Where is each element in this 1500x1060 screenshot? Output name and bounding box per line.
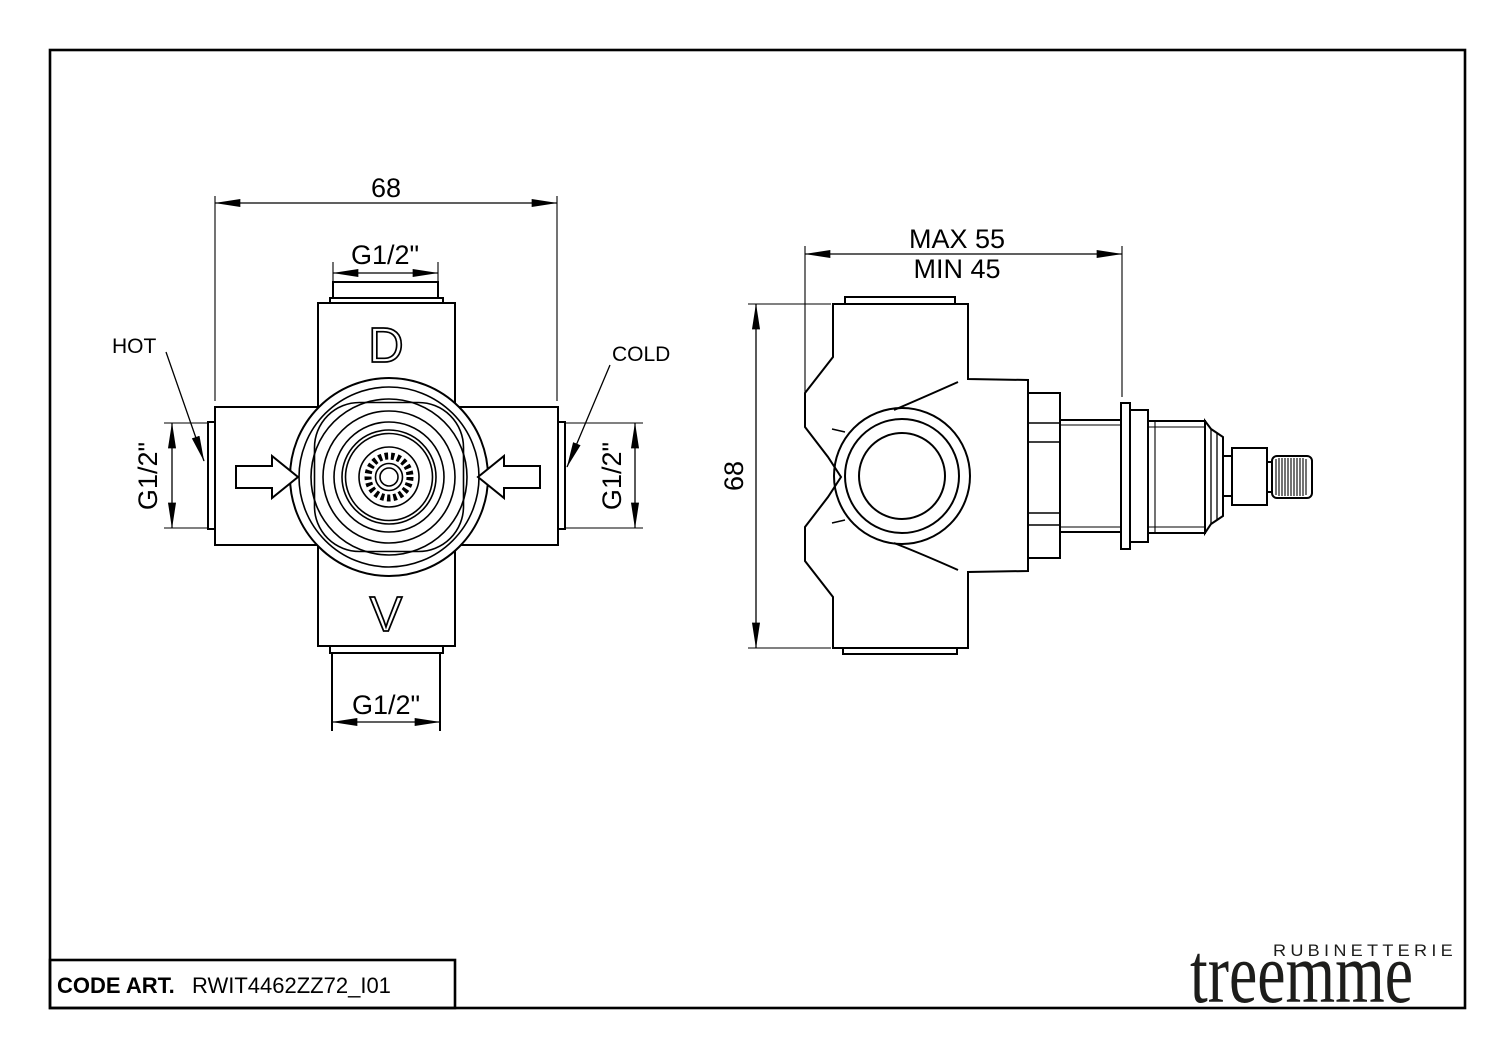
logo-treemme: treemme (1190, 925, 1413, 1021)
dim-height-value: 68 (719, 461, 749, 491)
hex-nut (1027, 392, 1061, 559)
side-view: MAX 55 MIN 45 68 (719, 224, 1313, 655)
side-body (804, 303, 1029, 649)
brand-logo: RUBINETTERIE treemme (1190, 925, 1457, 1021)
cartridge-circles (289, 377, 489, 577)
dim-height: 68 (719, 303, 831, 649)
dim-top-port: G1/2" (332, 240, 439, 281)
side-boss-circles (833, 407, 971, 545)
cold-leader-line (566, 364, 611, 468)
spline-teeth (1275, 458, 1307, 496)
cartridge-taper (1204, 418, 1224, 537)
port-ticks (831, 428, 846, 524)
dim-bottom-port-value: G1/2" (352, 690, 420, 720)
letter-v-marking: V (370, 588, 403, 642)
stem-block (1231, 447, 1268, 506)
logo-rubinetterie: RUBINETTERIE (1273, 941, 1457, 960)
stem-neck (1223, 455, 1232, 497)
cartridge-assembly (1027, 392, 1313, 559)
retaining-nut-profile (313, 401, 465, 553)
dim-right-port: G1/2" (565, 422, 643, 529)
hot-leader-line (165, 351, 205, 462)
dim-width-value: 68 (371, 173, 401, 203)
cartridge-body-lines (1148, 421, 1205, 533)
flange-step (1129, 409, 1149, 543)
cartridge-body (1147, 420, 1206, 534)
title-block: CODE ART. RWIT4462ZZ72_I01 (48, 958, 457, 1010)
hot-label: HOT (112, 335, 157, 358)
thread-lines (1060, 424, 1122, 528)
cold-flow-arrow-icon (476, 453, 541, 501)
dim-left-port-value: G1/2" (133, 442, 163, 510)
dim-top-port-value: G1/2" (351, 240, 419, 270)
hex-nut-flats (1028, 422, 1060, 526)
dim-depth-max-value: MAX 55 (909, 224, 1005, 254)
dim-right-port-value: G1/2" (597, 442, 627, 510)
flange-plate (1120, 402, 1131, 550)
dim-bottom-port: G1/2" (331, 690, 441, 727)
boss-bottom-curve (893, 542, 959, 571)
hot-flow-arrow-icon (235, 453, 300, 501)
cold-label: COLD (612, 343, 670, 366)
dim-depth-min-value: MIN 45 (913, 254, 1000, 284)
dim-width: 68 (214, 173, 558, 401)
front-view: D V 68 G1/2" (112, 173, 670, 731)
dim-depth: MAX 55 MIN 45 (804, 224, 1123, 397)
bottom-port-collar (329, 645, 444, 654)
threaded-section (1059, 419, 1123, 533)
top-port (332, 281, 439, 300)
side-top-plate (844, 296, 956, 305)
taper-rings (1210, 429, 1218, 524)
letter-d-marking: D (368, 319, 403, 373)
code-art-value: RWIT4462ZZ72_I01 (192, 973, 391, 998)
code-art-label: CODE ART. (57, 973, 175, 998)
dim-left-port: G1/2" (133, 422, 208, 529)
spline-gear-icon (364, 452, 414, 502)
drawing-border (48, 48, 1467, 1010)
title-block-box (48, 958, 457, 1010)
